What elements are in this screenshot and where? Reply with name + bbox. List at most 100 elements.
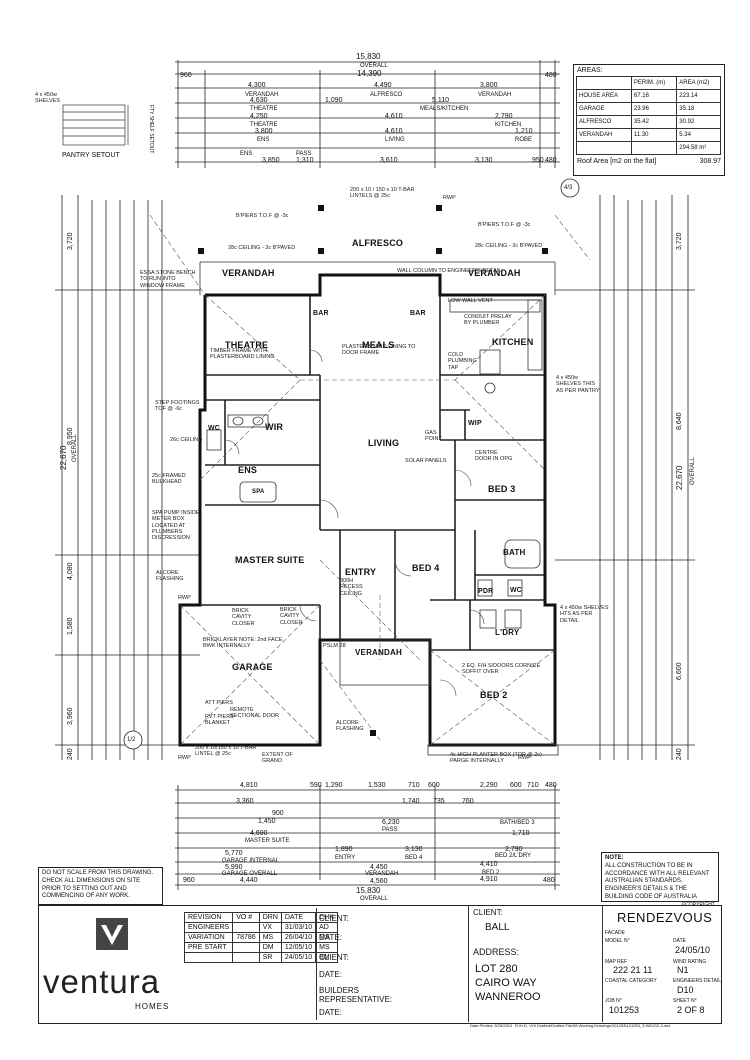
address-block: CLIENT: BALL ADDRESS: LOT 280 CAIRO WAY …: [468, 905, 603, 1022]
rev-header: VO #: [232, 912, 260, 923]
lbl-theatre: THEATRE: [250, 106, 278, 112]
dim-top-verandah2: 3,800: [480, 82, 498, 89]
area-value: 5.34: [676, 128, 721, 142]
left-dim: 3,720: [67, 232, 74, 250]
bottom-label: BED 4: [405, 855, 423, 861]
lbl-meals-kitchen: MEALS/KITCHEN: [420, 106, 469, 112]
right-dim: 8,640: [676, 412, 683, 430]
bottom-label: VERANDAH: [365, 871, 399, 877]
bottom-label: BATH/BED 3: [500, 820, 535, 826]
bottom-dim: 2,290: [480, 782, 498, 789]
roof-area-value: 308.97: [699, 158, 721, 165]
bottom-dim: 1,890: [335, 846, 353, 853]
revisions-grid: REVISION VO # DRN DATE CHK ENGINEERS VX …: [183, 912, 338, 963]
disclaimer-text: DO NOT SCALE FROM THIS DRAWING. CHECK AL…: [42, 870, 154, 900]
note-cornice: 2 EQ. F/H S/DOORS CORNICE SOFFIT OVER: [462, 663, 541, 676]
lbl-living: LIVING: [385, 137, 405, 143]
rev-cell: VX: [258, 922, 282, 933]
left-dim: 8,950: [67, 427, 74, 445]
sig-client-label: CLIENT:: [319, 914, 349, 923]
note-timber-frame: TIMBER FRAME WITH PLASTERBOARD LINING: [210, 348, 275, 361]
room-meals: MEALS: [362, 340, 395, 350]
note-piers-blanket: RVT PIERS BLANKET: [205, 714, 234, 727]
room-wc: WC: [208, 425, 221, 432]
note-wall-column: WALL COLUMN TO ENGINEER'S DETAIL: [397, 268, 502, 274]
note-extent-grano: EXTENT OF GRANO: [262, 752, 293, 765]
dim-r2-1: 4,630: [250, 97, 268, 104]
overall-inner: 14,390: [357, 69, 382, 78]
room-theatre: THEATRE: [225, 340, 269, 350]
design-block: RENDEZVOUS FACADE MODEL N° DATE 24/05/10…: [602, 905, 721, 1022]
note-title: NOTE:: [605, 855, 624, 861]
bottom-dim: 480: [545, 782, 557, 789]
rev-header: DATE: [280, 912, 317, 923]
note-att-piers: ATT PIERS: [205, 700, 233, 706]
bottom-label: GARAGE INTERNAL: [222, 858, 280, 864]
areas-header: [576, 76, 632, 90]
rev-cell: 78786: [232, 932, 260, 943]
bottom-dim: 900: [272, 810, 284, 817]
logo-word: ventura: [43, 963, 161, 1000]
right-dim: 240: [676, 748, 683, 760]
dim-r3-3: 2,790: [495, 113, 513, 120]
note-rwp-top: RWP: [443, 195, 456, 201]
logo: ventura HOMES: [40, 908, 182, 1020]
table-row: VARIATION 78786 MS 26/04/10 MS: [183, 932, 338, 943]
bottom-dim: 600: [428, 782, 440, 789]
area-name: [576, 141, 632, 155]
note-ceiling-left: 28c CEILING - 3c B'PAVED: [228, 245, 296, 251]
table-row: SR 24/05/10 BM: [183, 952, 338, 963]
note-cold-plumbing: COLD PLUMBING TAP: [448, 352, 477, 371]
lbl-theatre2: THEATRE: [250, 122, 278, 128]
note-rwp-bottom-left: RWP: [178, 755, 191, 761]
lbl-verandah: VERANDAH: [245, 92, 279, 98]
area-name: VERANDAH: [576, 128, 632, 142]
dim-r5-2: 1,310: [296, 157, 314, 164]
bottom-dim: 4,810: [240, 782, 258, 789]
bottom-dim: 4,560: [370, 878, 388, 885]
sig-date-label: DATE:: [319, 933, 342, 942]
note-recess-ceiling: 300H RECESS CEILING: [340, 578, 363, 597]
dim-top-alfresco: 4,490: [374, 82, 392, 89]
table-row: 294.58 m²: [576, 141, 721, 155]
pantry-label: FTY SHELF SETOUT: [148, 105, 154, 154]
address-client-label: CLIENT:: [473, 908, 503, 917]
room-laundry: L'DRY: [495, 628, 520, 637]
rev-cell: PRE START: [183, 942, 234, 953]
room-bed4: BED 4: [412, 563, 440, 573]
left-dim: 1,580: [67, 617, 74, 635]
section-marker: 1/2: [127, 737, 136, 743]
note-stone-bench: ESSA STONE BENCH TO RUN INTO WINDOW FRAM…: [140, 270, 196, 289]
room-living: LIVING: [368, 438, 400, 448]
rev-header: REVISION: [183, 912, 234, 923]
note-step-footings: STEP FOOTINGS TOF @ -6c: [155, 400, 200, 413]
footer-path: R:\H.D. VHI Drafted\Drafted File\08 Work…: [515, 1023, 670, 1028]
room-ens: ENS: [238, 465, 258, 475]
overall-label: OVERALL: [360, 63, 388, 69]
dim-r3-2: 4,610: [385, 113, 403, 120]
dim-r5-3: 3,610: [380, 157, 398, 164]
lbl-ens: ENS: [257, 137, 270, 143]
roof-area-label: Roof Area [m2 on the flat]: [577, 158, 657, 165]
areas-header-row: PERIM. (m) AREA (m2): [576, 76, 721, 90]
dim-480: 480: [545, 72, 557, 79]
areas-header: PERIM. (m): [630, 76, 678, 90]
address-line: CAIRO WAY: [475, 977, 537, 989]
bottom-dim: 1,450: [258, 818, 276, 825]
table-row: ENGINEERS VX 31/03/10 AD: [183, 922, 338, 933]
room-pdr: PDR: [478, 588, 494, 595]
client-signature-block: CLIENT: DATE: CLIENT: DATE: BUILDERS REP…: [316, 908, 469, 1020]
sheet-value: 2 OF 8: [677, 1005, 705, 1015]
address-line: WANNEROO: [475, 991, 541, 1003]
dim-r5-6: 480: [545, 157, 557, 164]
bottom-overall-value: 15,830: [356, 886, 381, 895]
wind-value: N1: [677, 965, 689, 975]
rev-cell: [232, 952, 260, 963]
bottom-dim: 4,410: [480, 861, 498, 868]
note-shelves-right: 4 x 450w SHELVES THIS AS PER PANTRY: [556, 375, 600, 394]
bottom-dim: 1,710: [512, 830, 530, 837]
bottom-label: PASS: [382, 827, 398, 833]
bottom-dim: 4,910: [480, 876, 498, 883]
note-bpiers-left: B'PIERS T.O.F @ -3c: [236, 213, 289, 219]
bottom-label: BED 2: [482, 870, 500, 876]
